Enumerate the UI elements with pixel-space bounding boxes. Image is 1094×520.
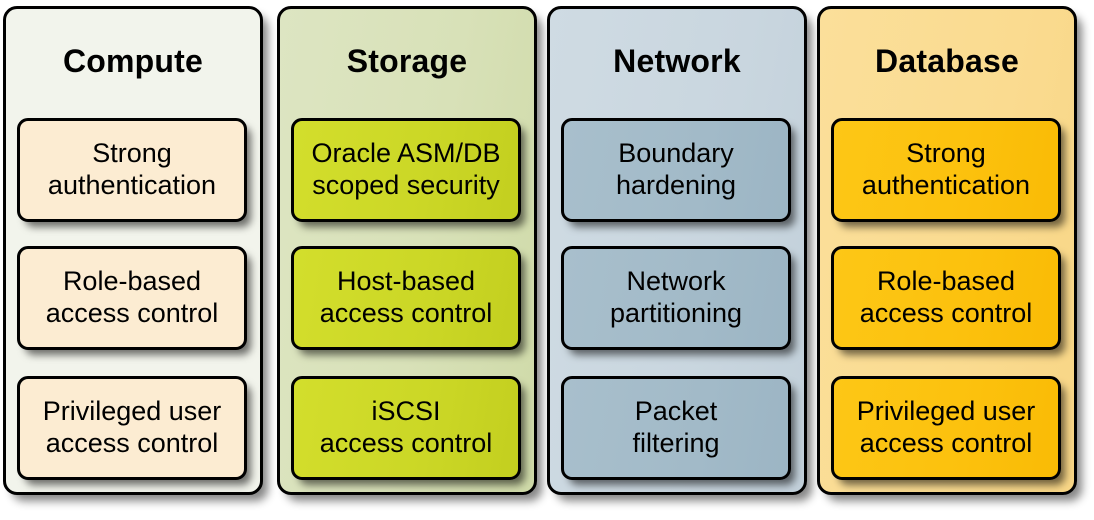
card-label: Host-based access control [319,266,493,328]
card-database-3: Privileged user access control [831,376,1061,480]
card-network-1: Boundary hardening [561,118,791,222]
column-header-database: Database [875,43,1019,79]
card-list-compute: Strong authentication Role-based access … [6,113,260,492]
column-compute: Compute Strong authentication Role-based… [3,6,263,495]
column-header-network: Network [613,43,741,79]
card-compute-2: Role-based access control [17,246,247,350]
column-storage: Storage Oracle ASM/DB scoped security Ho… [277,6,537,495]
card-list-storage: Oracle ASM/DB scoped security Host-based… [280,113,534,492]
card-label: Privileged user access control [856,396,1036,458]
column-network: Network Boundary hardening Network parti… [547,6,807,495]
card-label: Role-based access control [859,266,1033,328]
card-database-1: Strong authentication [831,118,1061,222]
column-header-compute: Compute [62,43,204,79]
card-label: Oracle ASM/DB scoped security [311,138,501,200]
card-storage-1: Oracle ASM/DB scoped security [291,118,521,222]
card-compute-3: Privileged user access control [17,376,247,480]
card-label: Role-based access control [45,266,219,328]
card-list-database: Strong authentication Role-based access … [820,113,1074,492]
card-label: iSCSI access control [319,396,493,458]
column-database: Database Strong authentication Role-base… [817,6,1077,495]
card-label: Strong authentication [861,138,1031,200]
card-label: Privileged user access control [42,396,222,458]
column-header-storage: Storage [346,43,468,79]
card-storage-2: Host-based access control [291,246,521,350]
card-database-2: Role-based access control [831,246,1061,350]
card-label: Packet filtering [632,396,720,458]
card-network-3: Packet filtering [561,376,791,480]
card-label: Network partitioning [609,266,743,328]
card-list-network: Boundary hardening Network partitioning … [550,113,804,492]
card-compute-1: Strong authentication [17,118,247,222]
card-label: Boundary hardening [615,138,737,200]
card-storage-3: iSCSI access control [291,376,521,480]
card-label: Strong authentication [47,138,217,200]
card-network-2: Network partitioning [561,246,791,350]
